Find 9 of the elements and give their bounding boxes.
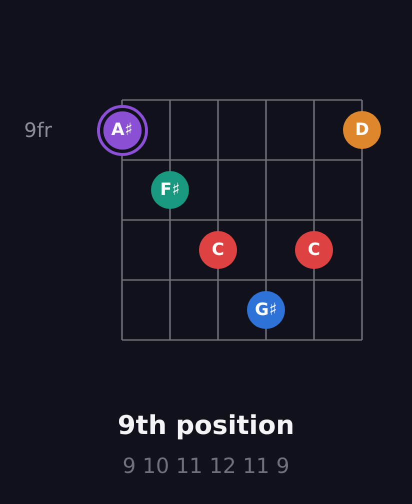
fret-number-label: 9fr bbox=[24, 118, 52, 142]
note-marker: D bbox=[343, 111, 381, 149]
note-marker: F♯ bbox=[151, 171, 189, 209]
root-note-marker: A♯ bbox=[96, 104, 148, 156]
fret-numbers-caption: 9 10 11 12 11 9 bbox=[122, 454, 290, 478]
note-marker: C bbox=[295, 231, 333, 269]
chart-title: 9th position bbox=[116, 411, 296, 441]
note-marker: C bbox=[199, 231, 237, 269]
note-marker: G♯ bbox=[247, 291, 285, 329]
